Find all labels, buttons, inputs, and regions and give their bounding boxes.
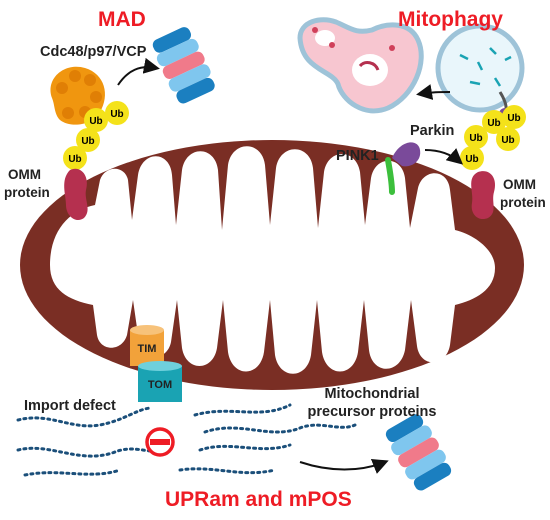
no-entry-icon: [145, 427, 175, 457]
ubiquitin: [460, 146, 484, 170]
ubiquitin-label: Ub: [507, 113, 520, 124]
curved-arrow-icon: [117, 57, 160, 86]
ubiquitin: [63, 146, 87, 170]
ubiquitin-chain-left: Ub Ub Ub Ub: [63, 101, 129, 170]
proteasome-bottom: [385, 414, 452, 491]
mitochondrion: [20, 140, 524, 390]
tim-complex: [130, 330, 164, 366]
parkin-protein: [392, 142, 421, 167]
autophagosome: [435, 23, 525, 120]
label-import-defect: Import defect: [24, 398, 116, 414]
ubiquitin-label: Ub: [81, 136, 94, 147]
precursor-protein-chain: [16, 446, 167, 458]
label-parkin: Parkin: [410, 123, 455, 139]
label-cdc48: Cdc48/p97/VCP: [40, 44, 147, 60]
ubiquitin-label: Ub: [465, 154, 478, 165]
ubiquitin: [84, 108, 108, 132]
ubiquitin-label: Ub: [487, 118, 500, 129]
tom-label: TOM: [148, 379, 172, 391]
ubiquitin: [76, 128, 100, 152]
autolysosome: [297, 17, 424, 114]
mitochondrion-cristae: [50, 146, 495, 374]
ubiquitin: [105, 101, 129, 125]
curved-arrow-icon: [424, 148, 464, 165]
ubiquitin-label: Ub: [469, 133, 482, 144]
ubiquitin-label: Ub: [501, 135, 514, 146]
ubiquitin: [496, 127, 520, 151]
title-upram-mpos: UPRam and mPOS: [165, 488, 352, 511]
label-precursor-line2: precursor proteins: [307, 404, 437, 420]
ubiquitin-label: Ub: [68, 154, 81, 165]
ubiquitin: [464, 125, 488, 149]
ubiquitin: [482, 110, 506, 134]
precursor-protein-chain: [203, 423, 357, 434]
label-omm-left-line1: OMM: [8, 167, 41, 182]
ubiquitin-label: Ub: [110, 109, 123, 120]
omm-protein-right: [471, 171, 496, 220]
ubiquitin: [502, 105, 526, 129]
precursor-protein-chain: [23, 468, 122, 477]
tim-tom-translocase: TIM TOM: [130, 325, 182, 402]
title-mitophagy: Mitophagy: [398, 8, 503, 31]
precursor-proteins: [16, 403, 357, 477]
label-omm-right-line2: protein: [500, 195, 546, 210]
curved-arrow-icon: [299, 459, 389, 474]
proteasome-top: [152, 27, 215, 104]
cdc48-complex: [50, 66, 105, 125]
label-pink1: PINK1: [336, 148, 379, 164]
label-omm-right-line1: OMM: [503, 177, 536, 192]
tom-complex: [138, 366, 182, 402]
precursor-protein-chain: [198, 443, 292, 452]
title-mad: MAD: [98, 8, 146, 31]
pink1-protein: [385, 157, 395, 195]
curved-arrow-icon: [416, 84, 451, 100]
ubiquitin-label: Ub: [89, 116, 102, 127]
label-omm-left-line2: protein: [4, 185, 50, 200]
omm-protein-left: [64, 168, 88, 221]
label-precursor-line1: Mitochondrial: [324, 386, 420, 402]
ubiquitin-chain-right: Ub Ub Ub Ub Ub: [460, 105, 526, 170]
precursor-protein-chain: [16, 406, 152, 428]
precursor-protein-chain: [178, 467, 277, 475]
precursor-protein-chain: [193, 403, 292, 417]
tim-label: TIM: [138, 343, 157, 355]
